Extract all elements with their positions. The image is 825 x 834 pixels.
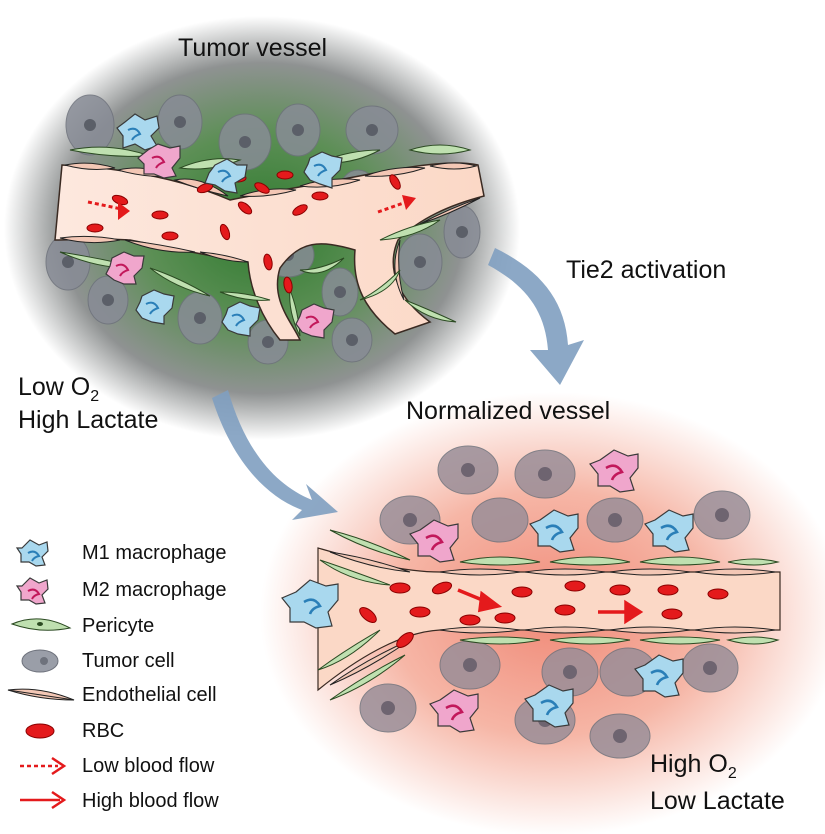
macrophages-bottom — [281, 449, 694, 733]
m2-macrophage — [429, 689, 479, 733]
pericyte-icon — [10, 618, 72, 631]
normalized-vessel-title: Normalized vessel — [406, 397, 611, 425]
tie2-activation-label: Tie2 activation — [566, 256, 727, 284]
tie2-arrow — [488, 248, 584, 385]
high-flow-arrows — [457, 588, 644, 625]
legend-label-m1-macrophage: M1 macrophage — [82, 542, 227, 564]
low-flow-arrow-icon — [20, 756, 67, 776]
endothelial-lining-bottom — [329, 551, 776, 686]
high-flow-arrow-icon — [20, 790, 67, 810]
m1-macrophage — [644, 509, 694, 553]
m2-macrophage — [409, 519, 459, 563]
legend-label-tumor-cell: Tumor cell — [82, 650, 175, 672]
legend-label-rbc: RBC — [82, 720, 125, 742]
legend-label-pericyte: Pericyte — [82, 615, 155, 637]
normalization-arrow — [212, 390, 338, 520]
rbc-icon — [25, 723, 55, 739]
macrophages-top — [105, 113, 343, 339]
rbc-bottom — [359, 580, 729, 648]
pericytes-bottom — [317, 529, 780, 701]
legend-label-high-blood-flow: High blood flow — [82, 790, 219, 812]
m1-macrophage — [221, 301, 261, 337]
tumor-cells-bottom — [359, 445, 751, 759]
legend-label-endothelial-cell: Endothelial cell — [82, 684, 217, 706]
endothelial-cell-icon — [7, 688, 75, 701]
m2-macrophage — [137, 143, 181, 179]
m1-macrophage — [529, 509, 579, 553]
m1-macrophage — [303, 151, 343, 189]
high-lactate-label: High Lactate — [18, 406, 159, 434]
m1-macrophage-icon — [15, 539, 49, 567]
tumor-vessel-title: Tumor vessel — [178, 34, 328, 62]
m2-macrophage — [295, 303, 335, 339]
m2-macrophage — [589, 449, 639, 493]
high-o2-label: High O2 — [650, 750, 737, 782]
m1-macrophage — [135, 289, 175, 325]
normalized-vessel — [317, 529, 781, 701]
tumor-cell-icon — [21, 649, 59, 673]
m2-macrophage — [105, 251, 145, 285]
legend-icons — [7, 539, 75, 810]
m1-macrophage — [524, 684, 574, 728]
m1-macrophage — [281, 579, 339, 629]
m2-macrophage-icon — [15, 577, 49, 605]
legend-label-m2-macrophage: M2 macrophage — [82, 579, 227, 601]
tumor-vessel — [54, 144, 485, 341]
low-o2-label: Low O2 — [18, 373, 100, 405]
m1-macrophage — [634, 654, 684, 698]
tumor-cells-top — [45, 94, 481, 365]
legend-label-low-blood-flow: Low blood flow — [82, 755, 215, 777]
low-lactate-label: Low Lactate — [650, 787, 785, 815]
m1-macrophage — [204, 158, 248, 194]
